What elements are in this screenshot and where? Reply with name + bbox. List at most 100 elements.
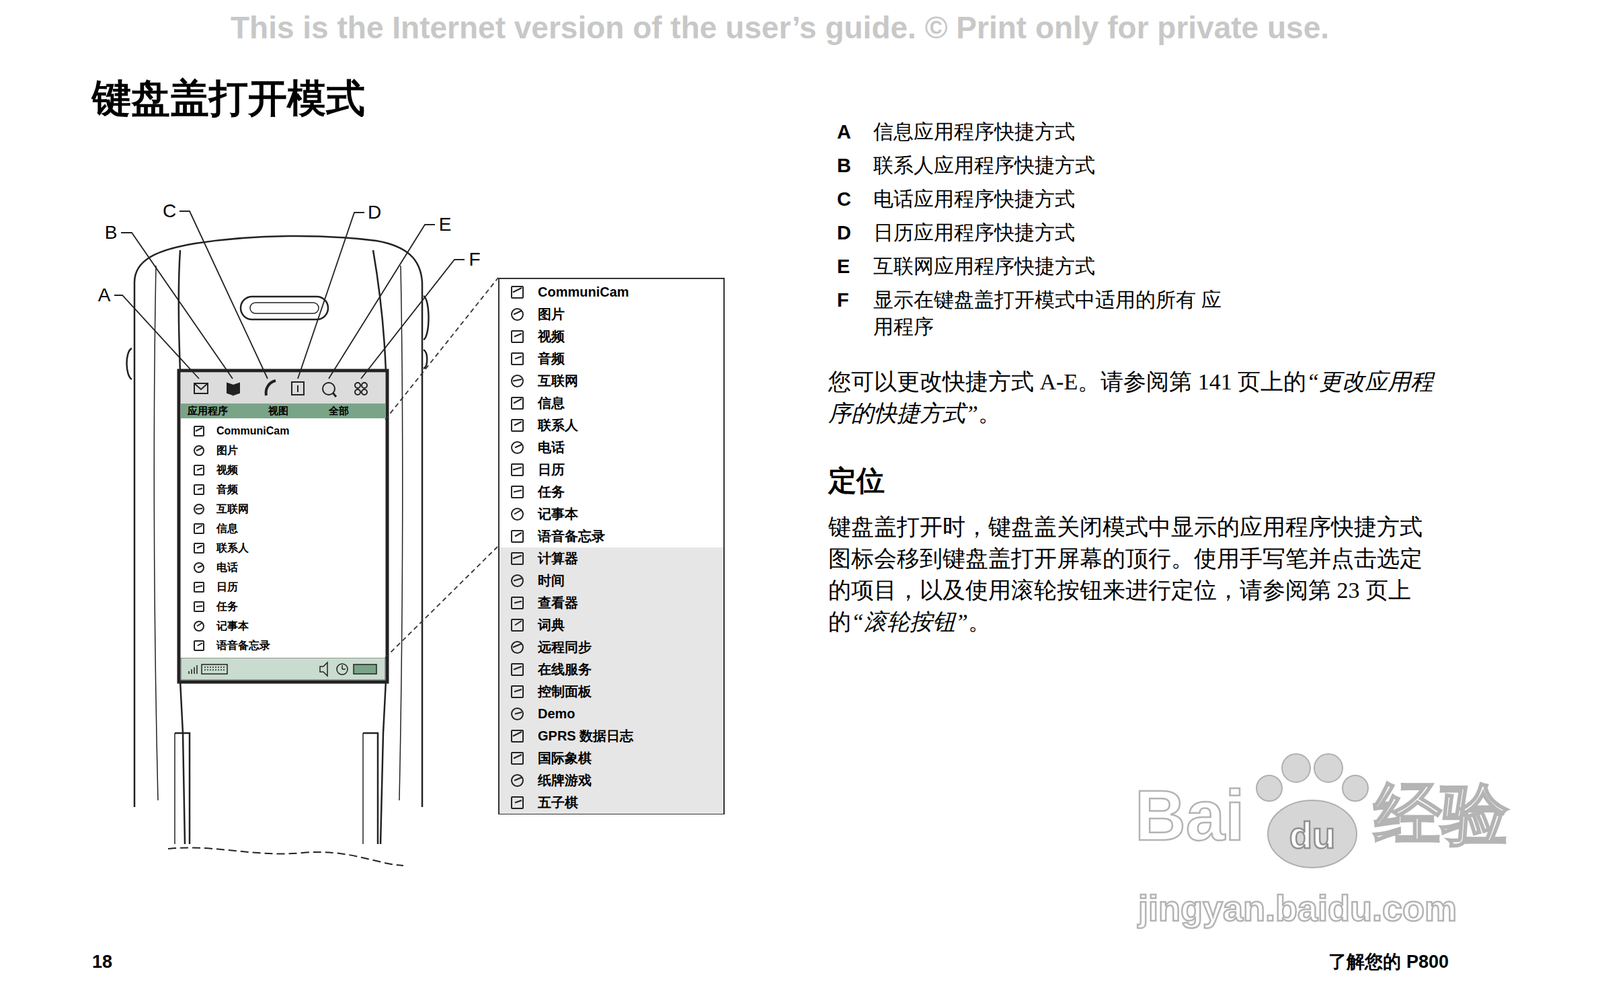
- app-row: 视频: [180, 459, 386, 480]
- app-row: 查看器: [499, 591, 724, 614]
- app-icon-mark: [512, 643, 522, 648]
- app-icon: [510, 617, 525, 632]
- app-icon-mark: [196, 622, 203, 626]
- leader-line: [297, 212, 365, 379]
- app-icon-frame: [511, 375, 524, 387]
- app-name: 图片: [537, 303, 565, 326]
- app-row: 控制面板: [499, 680, 724, 703]
- app-icon-frame: [194, 582, 204, 592]
- key-text: 信息应用程序快捷方式: [873, 119, 1075, 144]
- key-text: 电话应用程序快捷方式: [873, 186, 1075, 212]
- app-row: 时间: [499, 569, 724, 592]
- side-button: [423, 295, 429, 340]
- app-icon: [192, 580, 206, 593]
- app-icon: [192, 561, 206, 574]
- tab-label: 全部: [328, 404, 349, 418]
- app-icon-frame: [511, 486, 524, 498]
- app-icon: [510, 640, 525, 655]
- keyboard-icon: [201, 664, 228, 674]
- apps-icon: [354, 382, 361, 388]
- app-icon-mark: [512, 555, 522, 559]
- print-notice: This is the Internet version of the user…: [230, 9, 1330, 47]
- app-name: 音频: [216, 479, 238, 499]
- key-text: 互联网应用程序快捷方式: [873, 254, 1096, 279]
- app-name: 记事本: [537, 502, 579, 526]
- app-icon: [510, 462, 525, 477]
- leader-line: [328, 224, 435, 379]
- app-icon: [192, 502, 206, 515]
- app-row: 日历: [180, 576, 386, 597]
- contacts-icon: [227, 383, 240, 395]
- app-name: 在线服务: [537, 658, 592, 681]
- app-icon-frame: [194, 543, 204, 553]
- app-icon-mark: [512, 467, 522, 470]
- app-name: 纸牌游戏: [537, 769, 592, 792]
- app-row: 日历: [499, 458, 724, 481]
- app-icon-mark: [197, 488, 203, 490]
- app-row: 音频: [180, 479, 386, 499]
- leader-line: [361, 259, 465, 379]
- internet-icon: [332, 392, 337, 397]
- app-icon-frame: [511, 619, 524, 631]
- app-icon-frame: [511, 508, 524, 520]
- key-letter: A: [836, 120, 852, 144]
- paw-toe: [1282, 753, 1311, 782]
- app-name: 国际象棋: [537, 746, 592, 770]
- app-name: 联系人: [216, 537, 249, 558]
- key-letter: F: [836, 288, 850, 312]
- app-row: 五子棋: [499, 791, 724, 814]
- app-icon-mark: [197, 642, 203, 646]
- clock-icon: [342, 664, 346, 669]
- mail-icon: [194, 383, 208, 390]
- app-icon-mark: [196, 605, 203, 607]
- app-name: 任务: [537, 480, 565, 503]
- app-icon-mark: [514, 356, 522, 359]
- app-row: 国际象棋: [499, 746, 724, 770]
- app-icon-frame: [511, 685, 524, 698]
- app-icon-frame: [511, 730, 524, 742]
- app-row: 信息: [499, 391, 724, 415]
- tab-label: 视图: [268, 404, 289, 418]
- app-row: 图片: [180, 440, 386, 460]
- app-row: 语音备忘录: [180, 635, 386, 655]
- side-button: [127, 348, 133, 380]
- app-name: 词典: [537, 613, 565, 636]
- baidu-paw: [1256, 753, 1369, 868]
- app-icon-frame: [194, 484, 204, 495]
- key-text: 联系人应用程序快捷方式: [873, 153, 1096, 178]
- app-icon-mark: [196, 545, 203, 548]
- app-name: 语音备忘录: [216, 635, 271, 655]
- app-icon: [510, 329, 525, 344]
- app-row: 任务: [499, 480, 724, 503]
- app-icon: [510, 773, 525, 788]
- app-icon-mark: [513, 754, 522, 759]
- app-icon-frame: [511, 330, 524, 343]
- callout-letter: D: [367, 201, 382, 224]
- app-icon-mark: [513, 666, 522, 670]
- key-letter: B: [836, 153, 852, 178]
- key-letter: D: [836, 221, 852, 245]
- app-icon-frame: [511, 574, 524, 587]
- app-icon-frame: [511, 352, 524, 365]
- app-icon-frame: [511, 463, 524, 476]
- paragraph: 您可以更改快捷方式 A-E。请参阅第 141 页上的“更改应用程序的快捷方式”。: [828, 365, 1440, 429]
- app-icon-mark: [197, 565, 203, 568]
- app-icon-mark: [514, 777, 522, 781]
- app-icon: [510, 529, 525, 544]
- app-icon: [510, 573, 525, 588]
- face-line: [399, 265, 403, 800]
- app-name: 信息: [537, 391, 565, 415]
- app-icon-mark: [514, 601, 522, 604]
- app-icon-frame: [511, 286, 524, 298]
- app-icon: [510, 307, 525, 322]
- app-icon-mark: [514, 620, 522, 626]
- status-bar: [180, 657, 386, 680]
- page-title: 键盘盖打开模式: [92, 72, 366, 126]
- app-icon-frame: [511, 419, 524, 431]
- app-icon-frame: [511, 530, 524, 542]
- app-row: 纸牌游戏: [499, 769, 724, 792]
- app-icon-mark: [196, 447, 203, 451]
- app-icon-frame: [511, 796, 524, 809]
- phone-outline: [127, 235, 429, 866]
- app-icon: [192, 541, 206, 554]
